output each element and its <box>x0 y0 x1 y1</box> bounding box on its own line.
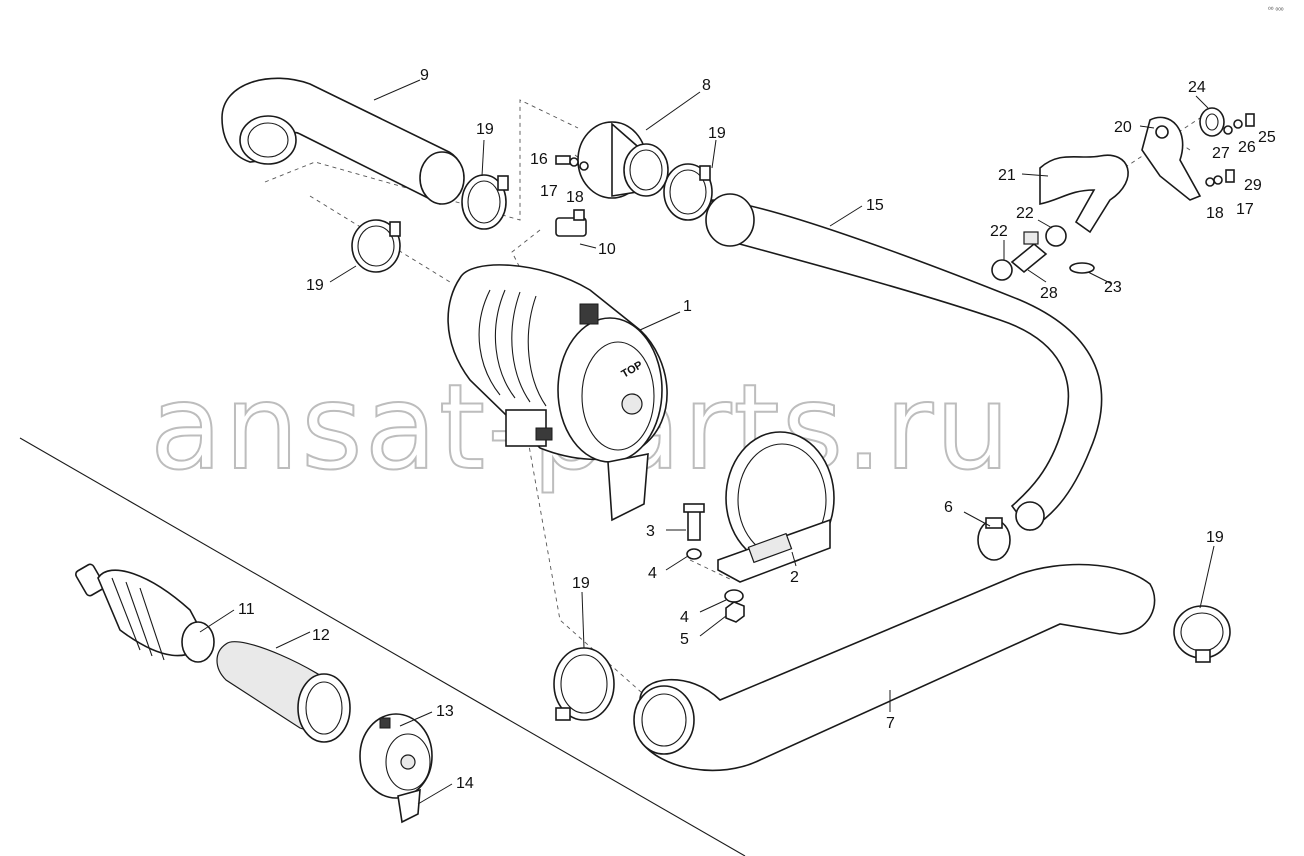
callout-20: 20 <box>1114 119 1132 136</box>
callout-25: 25 <box>1258 129 1276 146</box>
callout-4a: 4 <box>648 565 657 582</box>
callout-19c: 19 <box>306 277 324 294</box>
part-20-bracket <box>1141 116 1202 201</box>
part-10-restriction-sensor <box>555 209 587 237</box>
callout-13: 13 <box>436 703 454 720</box>
callout-17b: 17 <box>1236 201 1254 218</box>
part-5-nut <box>725 601 745 623</box>
part-9-upper-hose <box>221 77 465 205</box>
callout-9: 9 <box>420 67 429 84</box>
part-25-bolts <box>1225 113 1255 183</box>
part-7-lower-hose <box>633 563 1156 772</box>
callout-7: 7 <box>886 715 895 732</box>
callout-22a: 22 <box>990 223 1008 240</box>
part-19-hose-clamps <box>351 163 1231 721</box>
part-8-flange-adapter <box>577 121 669 199</box>
part-22-clamps <box>991 225 1067 281</box>
leader-lines <box>199 79 1215 805</box>
part-6-small-clamp <box>977 517 1011 561</box>
callout-10: 10 <box>598 241 616 258</box>
part-14-dust-valve <box>397 788 421 824</box>
part-11-safety-element <box>75 563 215 663</box>
part-28-connector <box>1010 231 1048 274</box>
part-24-grommet <box>1199 107 1225 137</box>
separator-line <box>19 437 746 856</box>
part-16-bolt-and-washers <box>555 155 589 171</box>
callout-26: 26 <box>1238 139 1256 156</box>
callout-2: 2 <box>790 569 799 586</box>
corner-mark: ⁰⁰ ᵒᵒᵒ <box>1268 6 1284 14</box>
callout-21: 21 <box>998 167 1016 184</box>
callout-27: 27 <box>1212 145 1230 162</box>
part-15-long-hose <box>705 193 1103 532</box>
callout-22b: 22 <box>1016 205 1034 222</box>
callout-3: 3 <box>646 523 655 540</box>
callout-19e: 19 <box>1206 529 1224 546</box>
part-1-air-cleaner-housing: TOP <box>447 264 668 522</box>
callout-5: 5 <box>680 631 689 648</box>
callout-8: 8 <box>702 77 711 94</box>
part-2-mounting-band <box>717 431 835 583</box>
part-26-27-washers <box>1205 119 1243 187</box>
part-12-filter-element <box>216 641 351 743</box>
callout-17a: 17 <box>540 183 558 200</box>
callout-14: 14 <box>456 775 474 792</box>
callout-15: 15 <box>866 197 884 214</box>
callout-23: 23 <box>1104 279 1122 296</box>
part-4-washers <box>686 548 744 603</box>
callout-12: 12 <box>312 627 330 644</box>
part-3-bolt <box>683 503 705 541</box>
callout-1: 1 <box>683 298 692 315</box>
callout-18a: 18 <box>566 189 584 206</box>
part-23-oring <box>1069 262 1095 274</box>
callout-28: 28 <box>1040 285 1058 302</box>
callout-24: 24 <box>1188 79 1206 96</box>
callout-labels: 1 2 3 4 4 5 6 7 8 9 10 11 12 13 14 15 16… <box>238 67 1276 792</box>
callout-19b: 19 <box>708 125 726 142</box>
part-13-cover <box>359 713 433 799</box>
part-21-breather-tube <box>1039 154 1129 234</box>
callout-19d: 19 <box>572 575 590 592</box>
callout-18b: 18 <box>1206 205 1224 222</box>
callout-16: 16 <box>530 151 548 168</box>
callout-29: 29 <box>1244 177 1262 194</box>
callout-4b: 4 <box>680 609 689 626</box>
callout-19a: 19 <box>476 121 494 138</box>
callout-6: 6 <box>944 499 953 516</box>
callout-11: 11 <box>238 601 255 618</box>
